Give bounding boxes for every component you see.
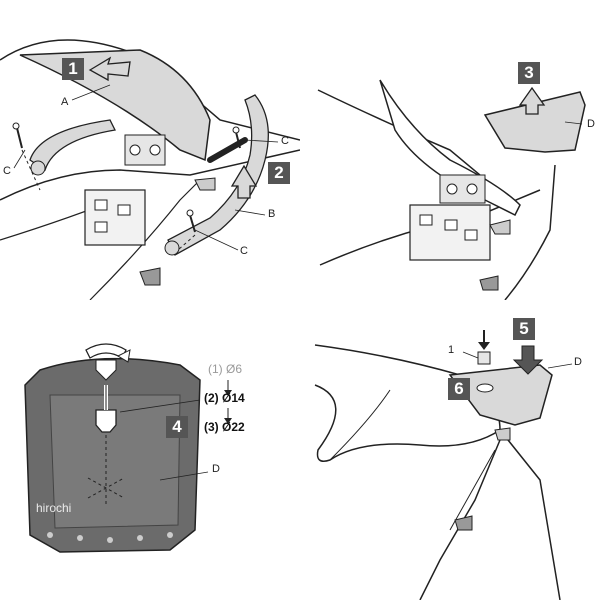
- label-plate-d-bottom: D: [212, 463, 220, 475]
- hole-diameter-22: (3) Ø22: [204, 420, 245, 434]
- step-number-6: 6: [448, 378, 470, 400]
- label-spacer-1: 1: [448, 344, 455, 356]
- label-bolt-c-left: C: [3, 165, 11, 177]
- hole-diameter-14: (2) Ø14: [204, 391, 245, 405]
- step-number-5: 5: [513, 318, 535, 340]
- panel-step-3: 3 D: [300, 0, 600, 300]
- step-number-4: 4: [166, 416, 188, 438]
- label-part-a: A: [61, 96, 69, 108]
- label-plate-d-mounted: D: [574, 356, 582, 368]
- label-rail-b: B: [268, 208, 276, 220]
- hole-diameter-6: (1) Ø6: [208, 362, 243, 376]
- panel-step-5-6: 5 6 1 D: [300, 300, 600, 600]
- label-plate-d-top: D: [587, 118, 595, 130]
- bike-frame-rails-illustration: [0, 39, 300, 300]
- plate-drilling-illustration: [24, 343, 232, 553]
- panel-step-1-2: 1 2 A C C B C: [0, 0, 300, 300]
- step-number-1: 1: [62, 58, 84, 80]
- step-number-2: 2: [268, 162, 290, 184]
- panel-step-4: 4 (1) Ø6 (2) Ø14 (3) Ø22 D hirochi: [0, 300, 300, 600]
- step-number-3: 3: [518, 62, 540, 84]
- label-bolt-c-right: C: [281, 135, 289, 147]
- plate-fastening-illustration: [314, 330, 573, 600]
- watermark: hirochi: [36, 501, 72, 515]
- bike-plate-install-illustration: [317, 79, 586, 300]
- label-bolt-c-bottom: C: [240, 245, 248, 257]
